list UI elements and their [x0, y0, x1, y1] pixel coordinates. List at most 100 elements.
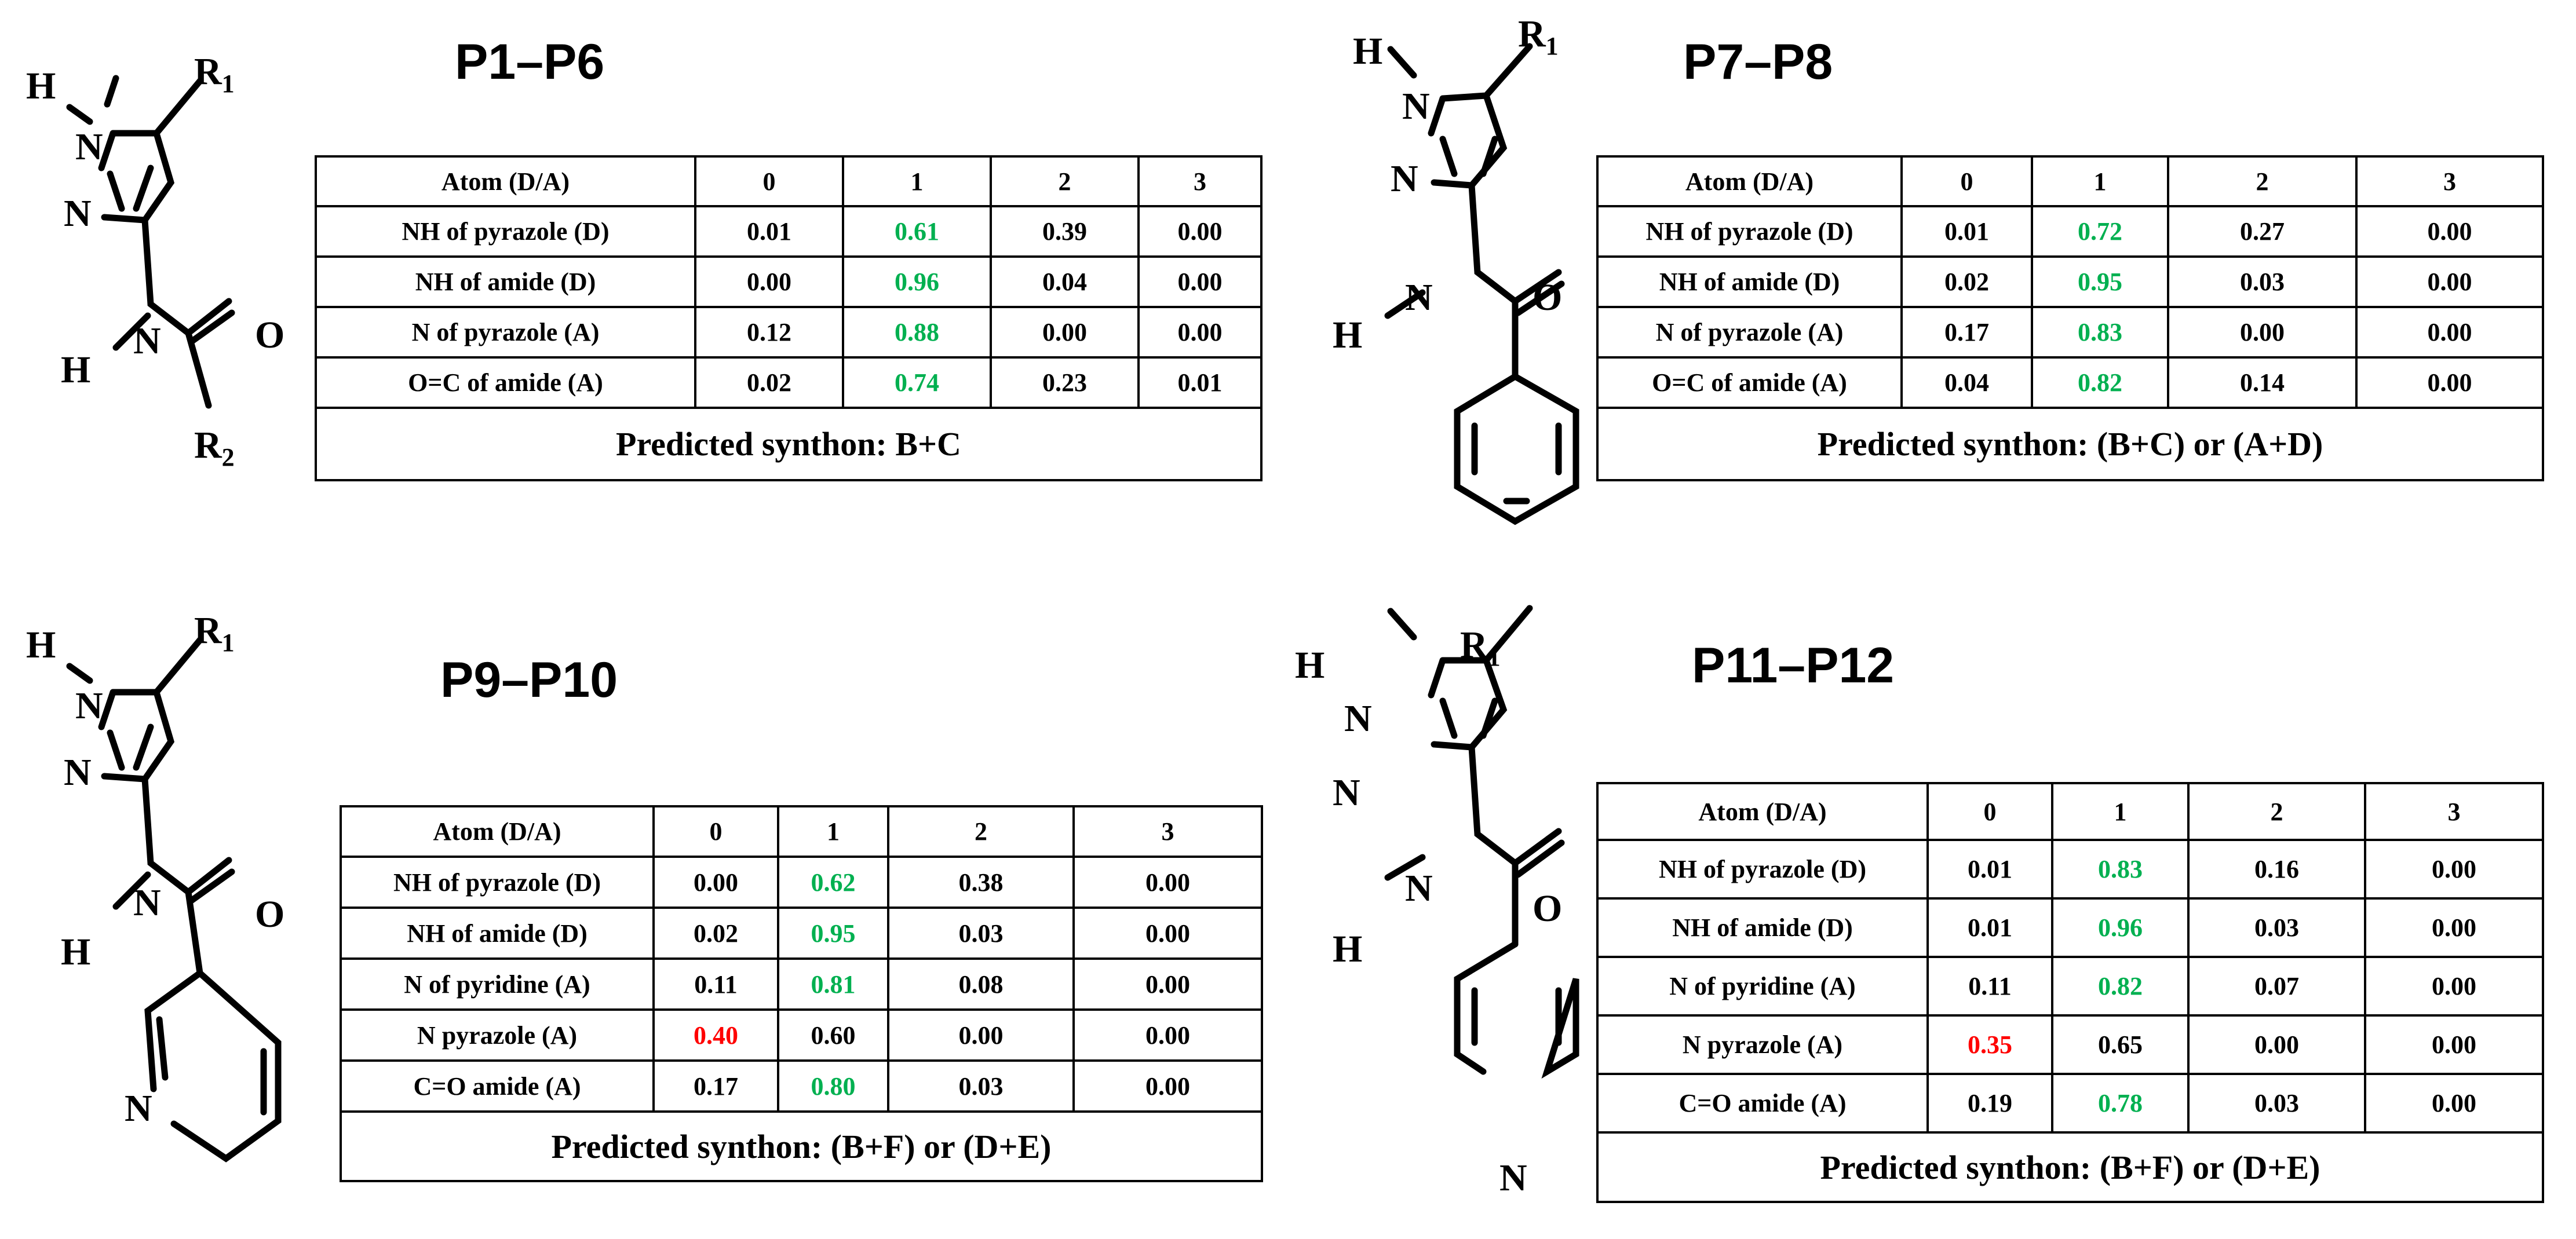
value-cell: 0.00 — [2187, 1014, 2366, 1075]
table-row: C=O amide (A) 0.17 0.80 0.03 0.00 — [340, 1059, 1263, 1113]
value-cell-highlight: 0.96 — [2051, 897, 2190, 958]
value-cell-highlight: 0.82 — [2051, 956, 2190, 1017]
p1-r1-label: R1 — [194, 50, 235, 98]
p1-h-pyrazole-label: H — [26, 65, 56, 107]
p4-h-amide-label: H — [1333, 928, 1362, 970]
value-cell: 0.00 — [2167, 306, 2358, 359]
table-header-row: Atom (D/A) 0 1 2 3 — [1596, 782, 2544, 841]
panel-title-p9-p10: P9–P10 — [440, 652, 618, 708]
row-label: N pyrazole (A) — [1596, 1014, 1929, 1075]
row-label: NH of pyrazole (D) — [1596, 205, 1903, 258]
header-2: 2 — [2167, 155, 2358, 207]
p2-h-pyrazole-label: H — [1353, 30, 1382, 72]
table-header-row: Atom (D/A) 0 1 2 3 — [1596, 155, 2544, 207]
p3-r1-label: R1 — [194, 609, 235, 657]
value-cell: 0.00 — [1072, 907, 1263, 960]
value-cell: 0.00 — [2364, 897, 2544, 958]
table-header-row: Atom (D/A) 0 1 2 3 — [340, 805, 1263, 858]
synthon-row: Predicted synthon: (B+F) or (D+E) — [340, 1110, 1263, 1182]
value-cell-highlight: 0.62 — [777, 856, 889, 909]
value-cell: 0.17 — [652, 1059, 779, 1113]
value-cell: 0.00 — [1072, 1059, 1263, 1113]
table-row: NH of amide (D) 0.02 0.95 0.03 0.00 — [1596, 255, 2544, 308]
header-atom: Atom (D/A) — [1596, 155, 1903, 207]
value-cell: 0.02 — [694, 356, 844, 409]
value-cell-highlight: 0.83 — [2031, 306, 2169, 359]
row-label: NH of pyrazole (D) — [315, 205, 696, 258]
value-cell-highlight: 0.81 — [777, 957, 889, 1011]
header-3: 3 — [2364, 782, 2544, 841]
value-cell: 0.11 — [1926, 956, 2053, 1017]
table-header-row: Atom (D/A) 0 1 2 3 — [315, 155, 1263, 207]
p3-o-label: O — [255, 893, 284, 935]
value-cell: 0.16 — [2187, 839, 2366, 900]
table-p11-p12: Atom (D/A) 0 1 2 3 NH of pyrazole (D) 0.… — [1596, 782, 2544, 1203]
value-cell: 0.00 — [2364, 1073, 2544, 1134]
p4-n-amide-label: N — [1405, 867, 1433, 909]
predicted-synthon: Predicted synthon: (B+F) or (D+E) — [340, 1110, 1263, 1182]
value-cell: 0.00 — [2355, 306, 2544, 359]
p2-n2-label: N — [1391, 158, 1418, 200]
p3-n-amide-label: N — [133, 882, 161, 924]
molecule-p9-p10 — [66, 637, 282, 1163]
value-cell: 0.04 — [990, 255, 1140, 308]
value-cell: 0.65 — [2051, 1014, 2190, 1075]
table-row: C=O amide (A) 0.19 0.78 0.03 0.00 — [1596, 1073, 2544, 1134]
value-cell: 0.01 — [1900, 205, 2033, 258]
header-0: 0 — [1900, 155, 2033, 207]
row-label: C=O amide (A) — [340, 1059, 655, 1113]
value-cell-highlight: 0.72 — [2031, 205, 2169, 258]
table-row: NH of amide (D) 0.01 0.96 0.03 0.00 — [1596, 897, 2544, 958]
value-cell: 0.27 — [2167, 205, 2358, 258]
table-p1-p6: Atom (D/A) 0 1 2 3 NH of pyrazole (D) 0.… — [315, 155, 1263, 481]
table-row: O=C of amide (A) 0.04 0.82 0.14 0.00 — [1596, 356, 2544, 409]
value-cell: 0.03 — [2187, 897, 2366, 958]
panel-title-p11-p12: P11–P12 — [1692, 638, 1895, 693]
p1-n2-label: N — [64, 192, 92, 235]
value-cell: 0.11 — [652, 957, 779, 1011]
table-row: N of pyridine (A) 0.11 0.82 0.07 0.00 — [1596, 956, 2544, 1017]
table-p9-p10: Atom (D/A) 0 1 2 3 NH of pyrazole (D) 0.… — [340, 805, 1263, 1182]
table-p7-p8: Atom (D/A) 0 1 2 3 NH of pyrazole (D) 0.… — [1596, 155, 2544, 481]
p4-n2-label: N — [1333, 772, 1360, 814]
value-cell: 0.04 — [1900, 356, 2033, 409]
row-label: NH of amide (D) — [1596, 897, 1929, 958]
value-cell-highlight: 0.82 — [2031, 356, 2169, 409]
value-cell-highlight: 0.95 — [2031, 255, 2169, 308]
synthon-row: Predicted synthon: (B+F) or (D+E) — [1596, 1131, 2544, 1203]
header-1: 1 — [2051, 782, 2190, 841]
table-row: NH of pyrazole (D) 0.01 0.72 0.27 0.00 — [1596, 205, 2544, 258]
molecule-p1-p6 — [66, 75, 235, 409]
row-label: N of pyridine (A) — [1596, 956, 1929, 1017]
value-cell: 0.03 — [2187, 1073, 2366, 1134]
p1-o-label: O — [255, 314, 284, 356]
value-cell: 0.01 — [1926, 839, 2053, 900]
p4-h-pyrazole-label: H — [1295, 644, 1325, 686]
value-cell: 0.03 — [887, 1059, 1075, 1113]
table-row: NH of pyrazole (D) 0.00 0.62 0.38 0.00 — [340, 856, 1263, 909]
p3-n1-label: N — [75, 685, 103, 727]
p1-n-amide-label: N — [133, 320, 161, 362]
value-cell: 0.39 — [990, 205, 1140, 258]
value-cell-low: 0.35 — [1926, 1014, 2053, 1075]
value-cell: 0.03 — [2167, 255, 2358, 308]
table-row: NH of pyrazole (D) 0.01 0.83 0.16 0.00 — [1596, 839, 2544, 900]
value-cell: 0.00 — [887, 1008, 1075, 1062]
header-3: 3 — [1137, 155, 1263, 207]
value-cell: 0.00 — [1137, 255, 1263, 308]
value-cell-low: 0.40 — [652, 1008, 779, 1062]
value-cell: 0.08 — [887, 957, 1075, 1011]
row-label: N of pyrazole (A) — [1596, 306, 1903, 359]
header-atom: Atom (D/A) — [340, 805, 655, 858]
panel-title-p1-p6: P1–P6 — [455, 34, 605, 90]
p3-h-pyrazole-label: H — [26, 624, 56, 666]
table-row: N of pyrazole (A) 0.12 0.88 0.00 0.00 — [315, 306, 1263, 359]
p4-n-pyridine-label: N — [1499, 1157, 1527, 1199]
value-cell-highlight: 0.78 — [2051, 1073, 2190, 1134]
p4-o-label: O — [1533, 887, 1562, 930]
value-cell: 0.14 — [2167, 356, 2358, 409]
table-row: O=C of amide (A) 0.02 0.74 0.23 0.01 — [315, 356, 1263, 409]
row-label: O=C of amide (A) — [315, 356, 696, 409]
header-0: 0 — [1926, 782, 2053, 841]
